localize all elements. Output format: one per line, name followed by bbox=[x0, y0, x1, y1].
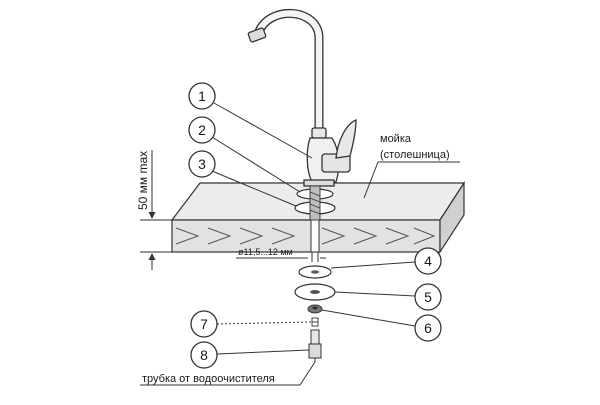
svg-text:2: 2 bbox=[198, 122, 206, 138]
faucet bbox=[247, 8, 357, 187]
tube-label: трубка от водоочистителя bbox=[142, 373, 275, 385]
threaded-stud bbox=[311, 252, 319, 262]
callout-6: 6 bbox=[321, 309, 442, 342]
countertop bbox=[170, 180, 466, 255]
svg-text:7: 7 bbox=[200, 316, 208, 332]
sink-sublabel: (столешница) bbox=[380, 149, 450, 161]
tube-leader bbox=[140, 361, 316, 386]
svg-text:1: 1 bbox=[198, 88, 206, 104]
callout-2: 2 bbox=[188, 116, 301, 193]
svg-text:5: 5 bbox=[424, 289, 432, 305]
diameter-label: ø11,5...12 мм bbox=[238, 247, 293, 257]
height-dimension-label: 50 мм max bbox=[136, 151, 150, 210]
callout-8: 8 bbox=[190, 341, 310, 369]
svg-text:4: 4 bbox=[424, 253, 432, 269]
svg-text:6: 6 bbox=[424, 320, 432, 336]
small-fitting bbox=[311, 317, 319, 327]
top-washers bbox=[294, 185, 336, 221]
metal-washer bbox=[294, 283, 336, 301]
callout-7: 7 bbox=[190, 310, 312, 338]
sink-leader bbox=[363, 161, 460, 199]
callout-5: 5 bbox=[334, 283, 442, 311]
height-dimension bbox=[140, 150, 172, 270]
countertop-grain bbox=[175, 227, 436, 245]
tube-connector bbox=[308, 329, 322, 362]
svg-text:8: 8 bbox=[200, 347, 208, 363]
callout-3: 3 bbox=[188, 150, 297, 207]
callout-1: 1 bbox=[188, 82, 313, 159]
sink-label: мойка bbox=[380, 133, 412, 145]
lower-rubber-washer bbox=[298, 265, 332, 279]
nut bbox=[307, 304, 323, 314]
callout-4: 4 bbox=[330, 247, 442, 275]
svg-text:3: 3 bbox=[198, 156, 206, 172]
